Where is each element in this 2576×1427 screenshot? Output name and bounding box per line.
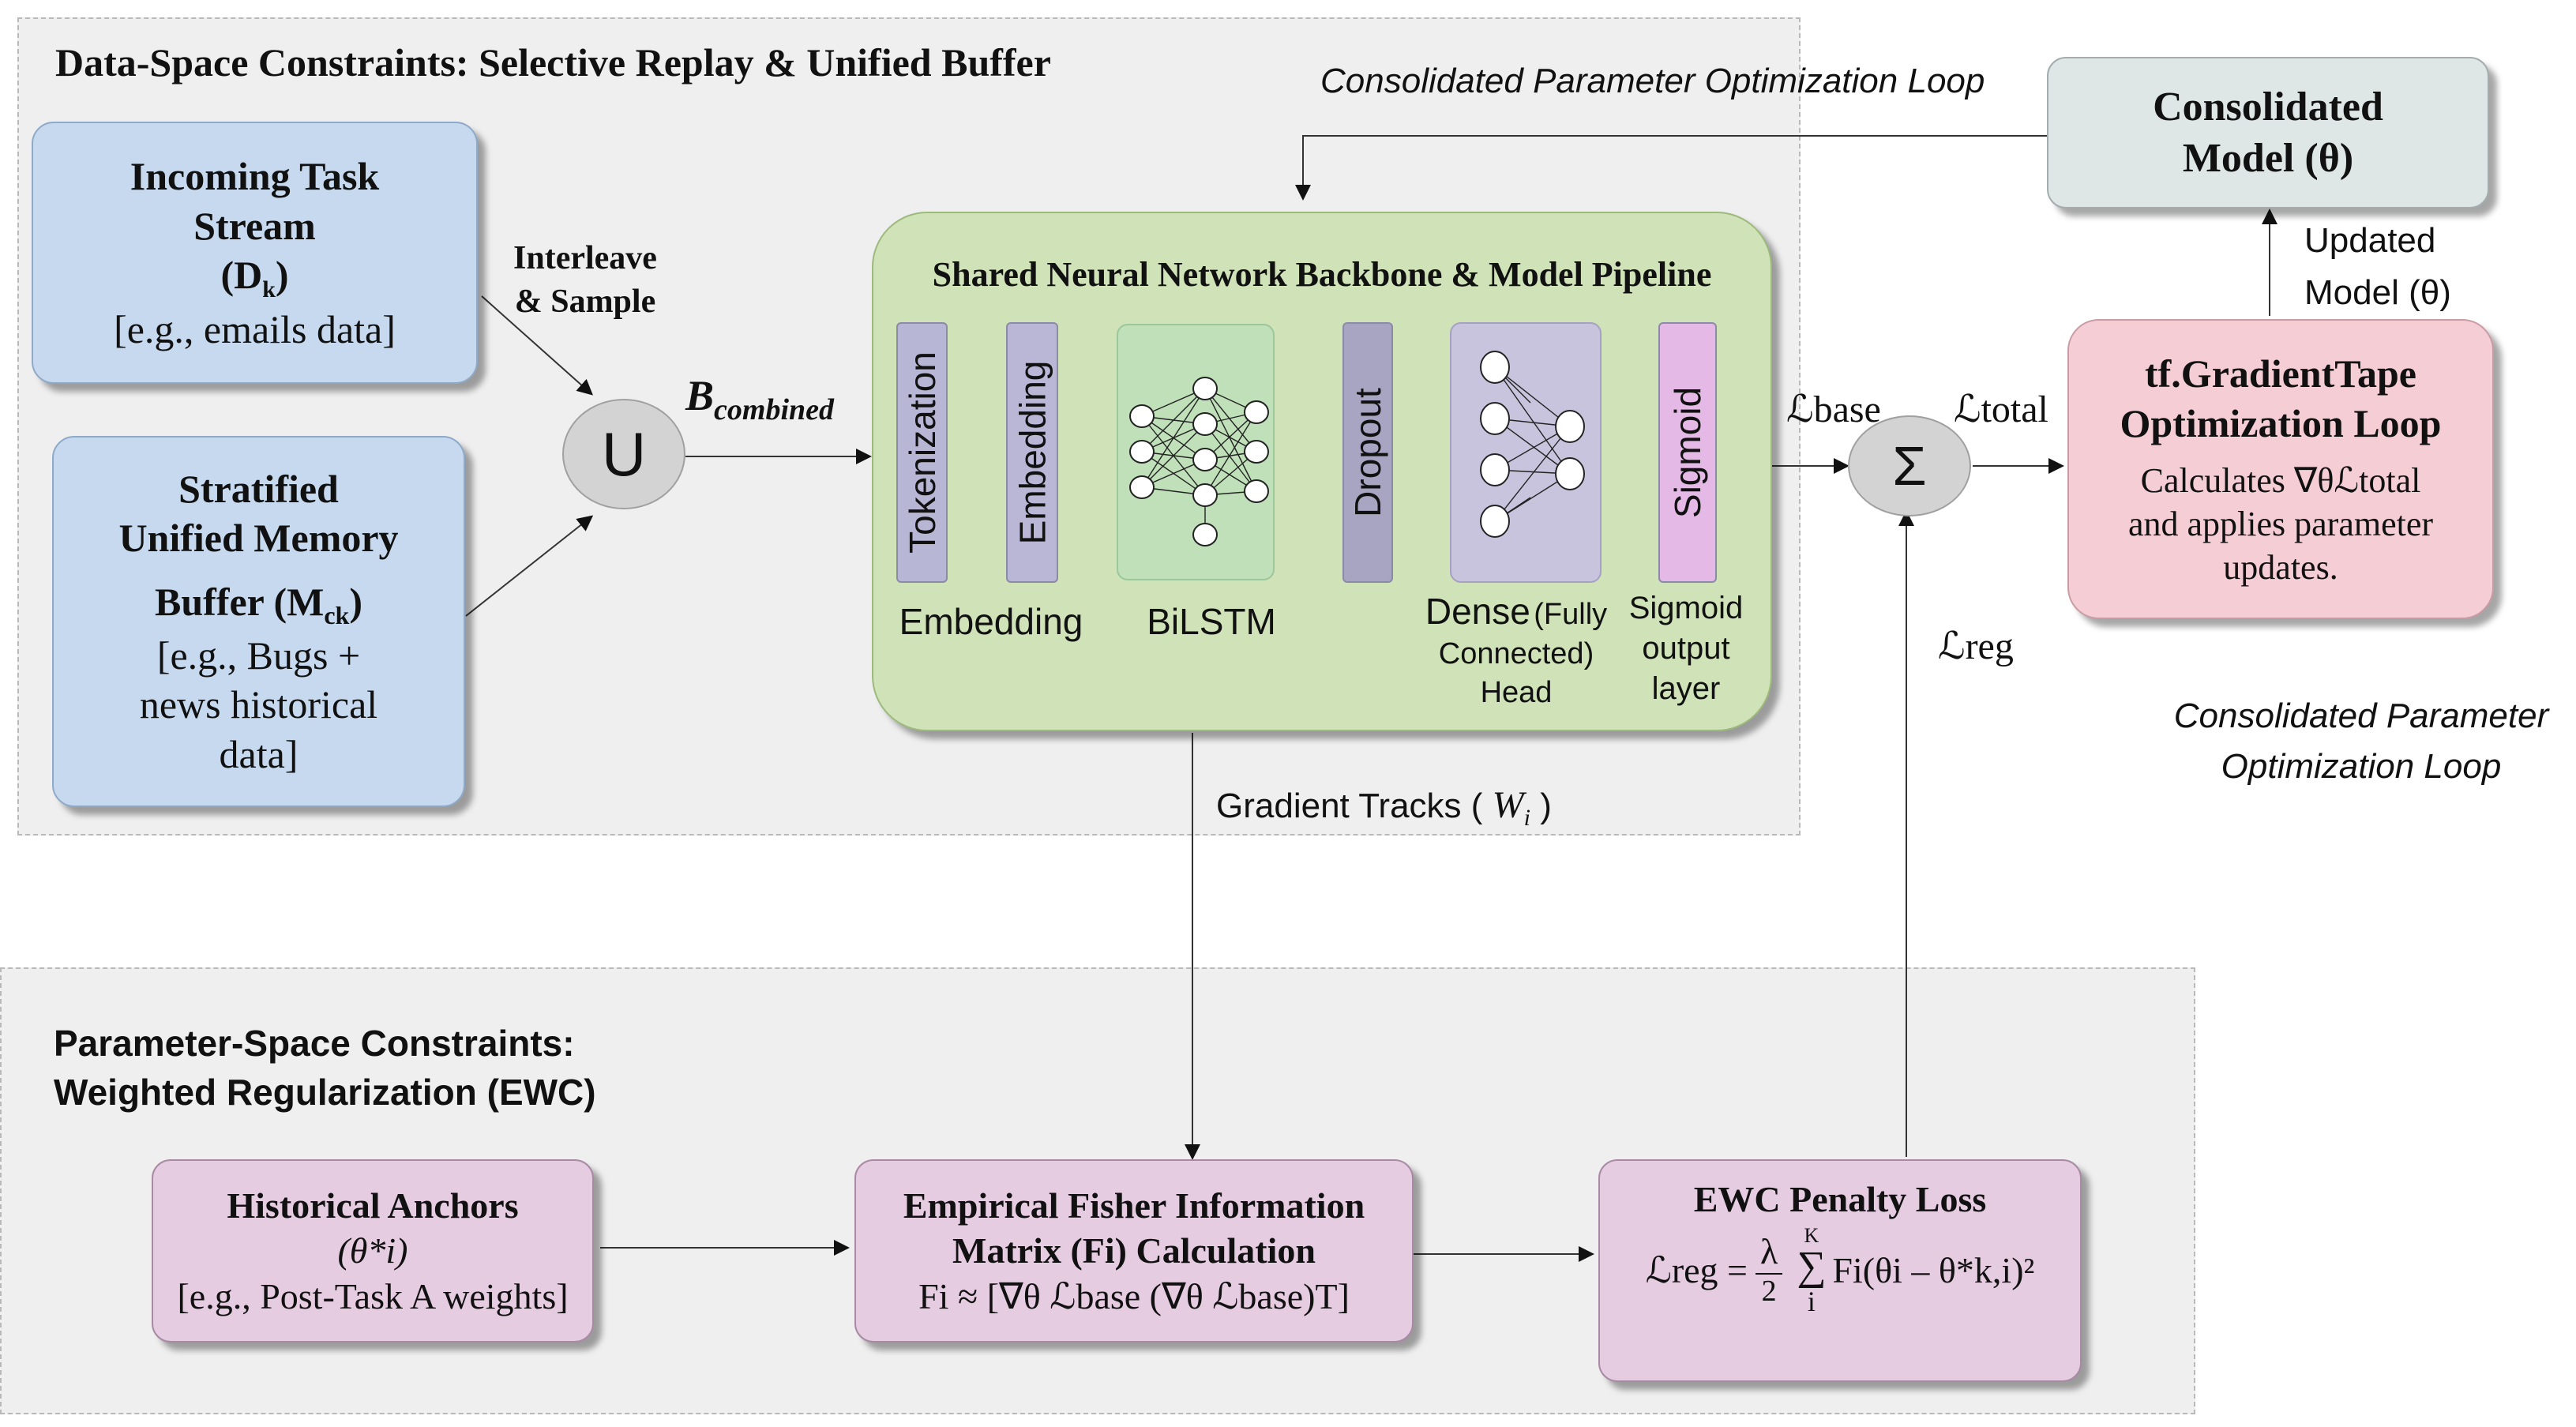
- updated-model-label: Updated Model (θ): [2304, 215, 2451, 319]
- ewc-sum-lower: i: [1807, 1285, 1816, 1317]
- bilstm-network-icon: [1117, 324, 1275, 580]
- dropout-label: Dropout: [1347, 388, 1388, 517]
- historical-anchors-box: Historical Anchors (θ*i) [e.g., Post-Tas…: [152, 1159, 594, 1343]
- incoming-title-line2: Stream: [193, 203, 316, 248]
- gradtape-line5: updates.: [2223, 548, 2338, 587]
- fisher-matrix-box: Empirical Fisher Information Matrix (Fi)…: [854, 1159, 1414, 1343]
- tokenization-label: Tokenization: [901, 351, 943, 554]
- consolidated-line1: Consolidated: [2153, 84, 2383, 130]
- sigmoid-caption: Sigmoid output layer: [1615, 588, 1757, 710]
- sigmoid-label: Sigmoid: [1667, 386, 1709, 519]
- gradient-tracks-label: Gradient Tracks ( Wi ): [1216, 784, 1552, 831]
- backbone-title: Shared Neural Network Backbone & Model P…: [932, 255, 1712, 294]
- ewc-sum: K ∑ i: [1797, 1223, 1827, 1317]
- consolidated-model-box: Consolidated Model (θ): [2047, 57, 2489, 208]
- gradtape-line4: and applies parameter: [2127, 505, 2434, 543]
- data-space-title: Data-Space Constraints: Selective Replay…: [55, 40, 1051, 84]
- buffer-title-line2: Unified Memory: [118, 516, 399, 561]
- buffer-title-line1: Stratified: [178, 466, 339, 511]
- loss-total-label: ℒtotal: [1954, 389, 2048, 430]
- unified-memory-buffer-box: Stratified Unified Memory Buffer (Mck) […: [52, 436, 465, 807]
- gradient-tape-box: tf.GradientTape Optimization Loop Calcul…: [2067, 319, 2494, 619]
- param-space-title-line1: Parameter-Space Constraints:: [54, 1023, 575, 1064]
- dense-caption-line1: Dense (Fully: [1425, 591, 1608, 632]
- gradtape-title-line2: Optimization Loop: [2120, 400, 2442, 445]
- sum-node: Σ: [1848, 415, 1971, 516]
- ewc-sigma: ∑: [1797, 1243, 1827, 1289]
- gradtape-line3: Calculates ∇θℒtotal: [2140, 461, 2421, 500]
- loss-reg-label: ℒreg: [1938, 625, 2014, 667]
- ewc-two: 2: [1761, 1275, 1777, 1309]
- param-space-title-line2: Weighted Regularization (EWC): [54, 1072, 596, 1113]
- union-node: U: [562, 399, 685, 509]
- anchors-title: Historical Anchors: [227, 1185, 519, 1226]
- loss-base-label: ℒbase: [1786, 389, 1881, 430]
- fisher-title-line1: Empirical Fisher Information: [903, 1185, 1365, 1226]
- ewc-formula-right: Fi(θi – θ*k,i)²: [1832, 1249, 2035, 1290]
- incoming-title-line1: Incoming Task: [130, 154, 380, 198]
- tokenization-block: Tokenization: [896, 322, 948, 583]
- loop-right-line1: Consolidated Parameter: [2173, 697, 2549, 735]
- embedding-caption: Embedding: [899, 601, 1083, 642]
- sigmoid-caption-line3: layer: [1651, 671, 1721, 707]
- dense-head-icon: [1450, 322, 1602, 583]
- dense-caption: Dense (Fully Connected) Head: [1398, 588, 1635, 712]
- anchors-symbol: (θ*i): [337, 1230, 408, 1271]
- b-combined-label: Bcombined: [685, 372, 835, 426]
- param-space-title: Parameter-Space Constraints: Weighted Re…: [54, 1019, 596, 1117]
- dense-caption-line2: Connected): [1438, 637, 1594, 670]
- gradtape-title-line1: tf.GradientTape: [2145, 351, 2416, 396]
- incoming-symbol: (Dk): [220, 253, 289, 302]
- ewc-sum-upper: K: [1804, 1223, 1819, 1247]
- shared-backbone-box: Shared Neural Network Backbone & Model P…: [872, 212, 1772, 731]
- loop-right-line2: Optimization Loop: [2221, 746, 2502, 786]
- ewc-fraction: λ 2: [1756, 1231, 1783, 1309]
- loop-right-label: Consolidated Parameter Optimization Loop: [2156, 691, 2567, 792]
- dense-neurons: [1480, 351, 1585, 538]
- buffer-example-line1: [e.g., Bugs +: [156, 633, 361, 678]
- updated-line2: Model (θ): [2304, 273, 2451, 312]
- fisher-title-line2: Matrix (Fi) Calculation: [952, 1230, 1316, 1271]
- embedding-label: Embedding: [1012, 360, 1053, 545]
- sum-symbol: Σ: [1892, 435, 1927, 497]
- interleave-label: Interleave & Sample: [513, 237, 657, 323]
- incoming-example: [e.g., emails data]: [114, 306, 396, 351]
- loop-top-label: Consolidated Parameter Optimization Loop: [1320, 62, 1985, 100]
- sigmoid-block: Sigmoid: [1658, 322, 1717, 583]
- sigmoid-caption-line1: Sigmoid: [1628, 591, 1744, 625]
- buffer-example-line3: data]: [219, 731, 299, 776]
- updated-line1: Updated: [2304, 221, 2436, 260]
- ewc-lambda: λ: [1756, 1231, 1783, 1275]
- embedding-block: Embedding: [1006, 322, 1058, 583]
- buffer-title-line3: Buffer (Mck): [155, 579, 362, 629]
- union-symbol: U: [601, 419, 647, 489]
- ewc-penalty-box: EWC Penalty Loss ℒreg = λ 2 K ∑ i Fi(θi …: [1598, 1159, 2082, 1382]
- bilstm-neurons: [1129, 377, 1269, 546]
- ewc-formula-left: ℒreg =: [1645, 1249, 1748, 1290]
- interleave-line2: & Sample: [514, 283, 656, 320]
- anchors-example: [e.g., Post-Task A weights]: [177, 1275, 569, 1316]
- buffer-example-line2: news historical: [139, 682, 378, 727]
- dropout-block: Dropout: [1342, 322, 1393, 583]
- ewc-formula: ℒreg = λ 2 K ∑ i Fi(θi – θ*k,i)²: [1645, 1223, 2035, 1317]
- interleave-line1: Interleave: [513, 240, 657, 276]
- sigmoid-caption-line2: output: [1642, 631, 1730, 667]
- consolidated-line2: Model (θ): [2182, 136, 2354, 181]
- fisher-formula: Fi ≈ [∇θ ℒbase (∇θ ℒbase)T]: [918, 1275, 1350, 1316]
- dense-caption-line3: Head: [1480, 675, 1553, 709]
- incoming-task-stream-box: Incoming Task Stream (Dk) [e.g., emails …: [32, 122, 478, 384]
- ewc-title: EWC Penalty Loss: [1693, 1179, 1987, 1219]
- bilstm-caption: BiLSTM: [1147, 601, 1276, 642]
